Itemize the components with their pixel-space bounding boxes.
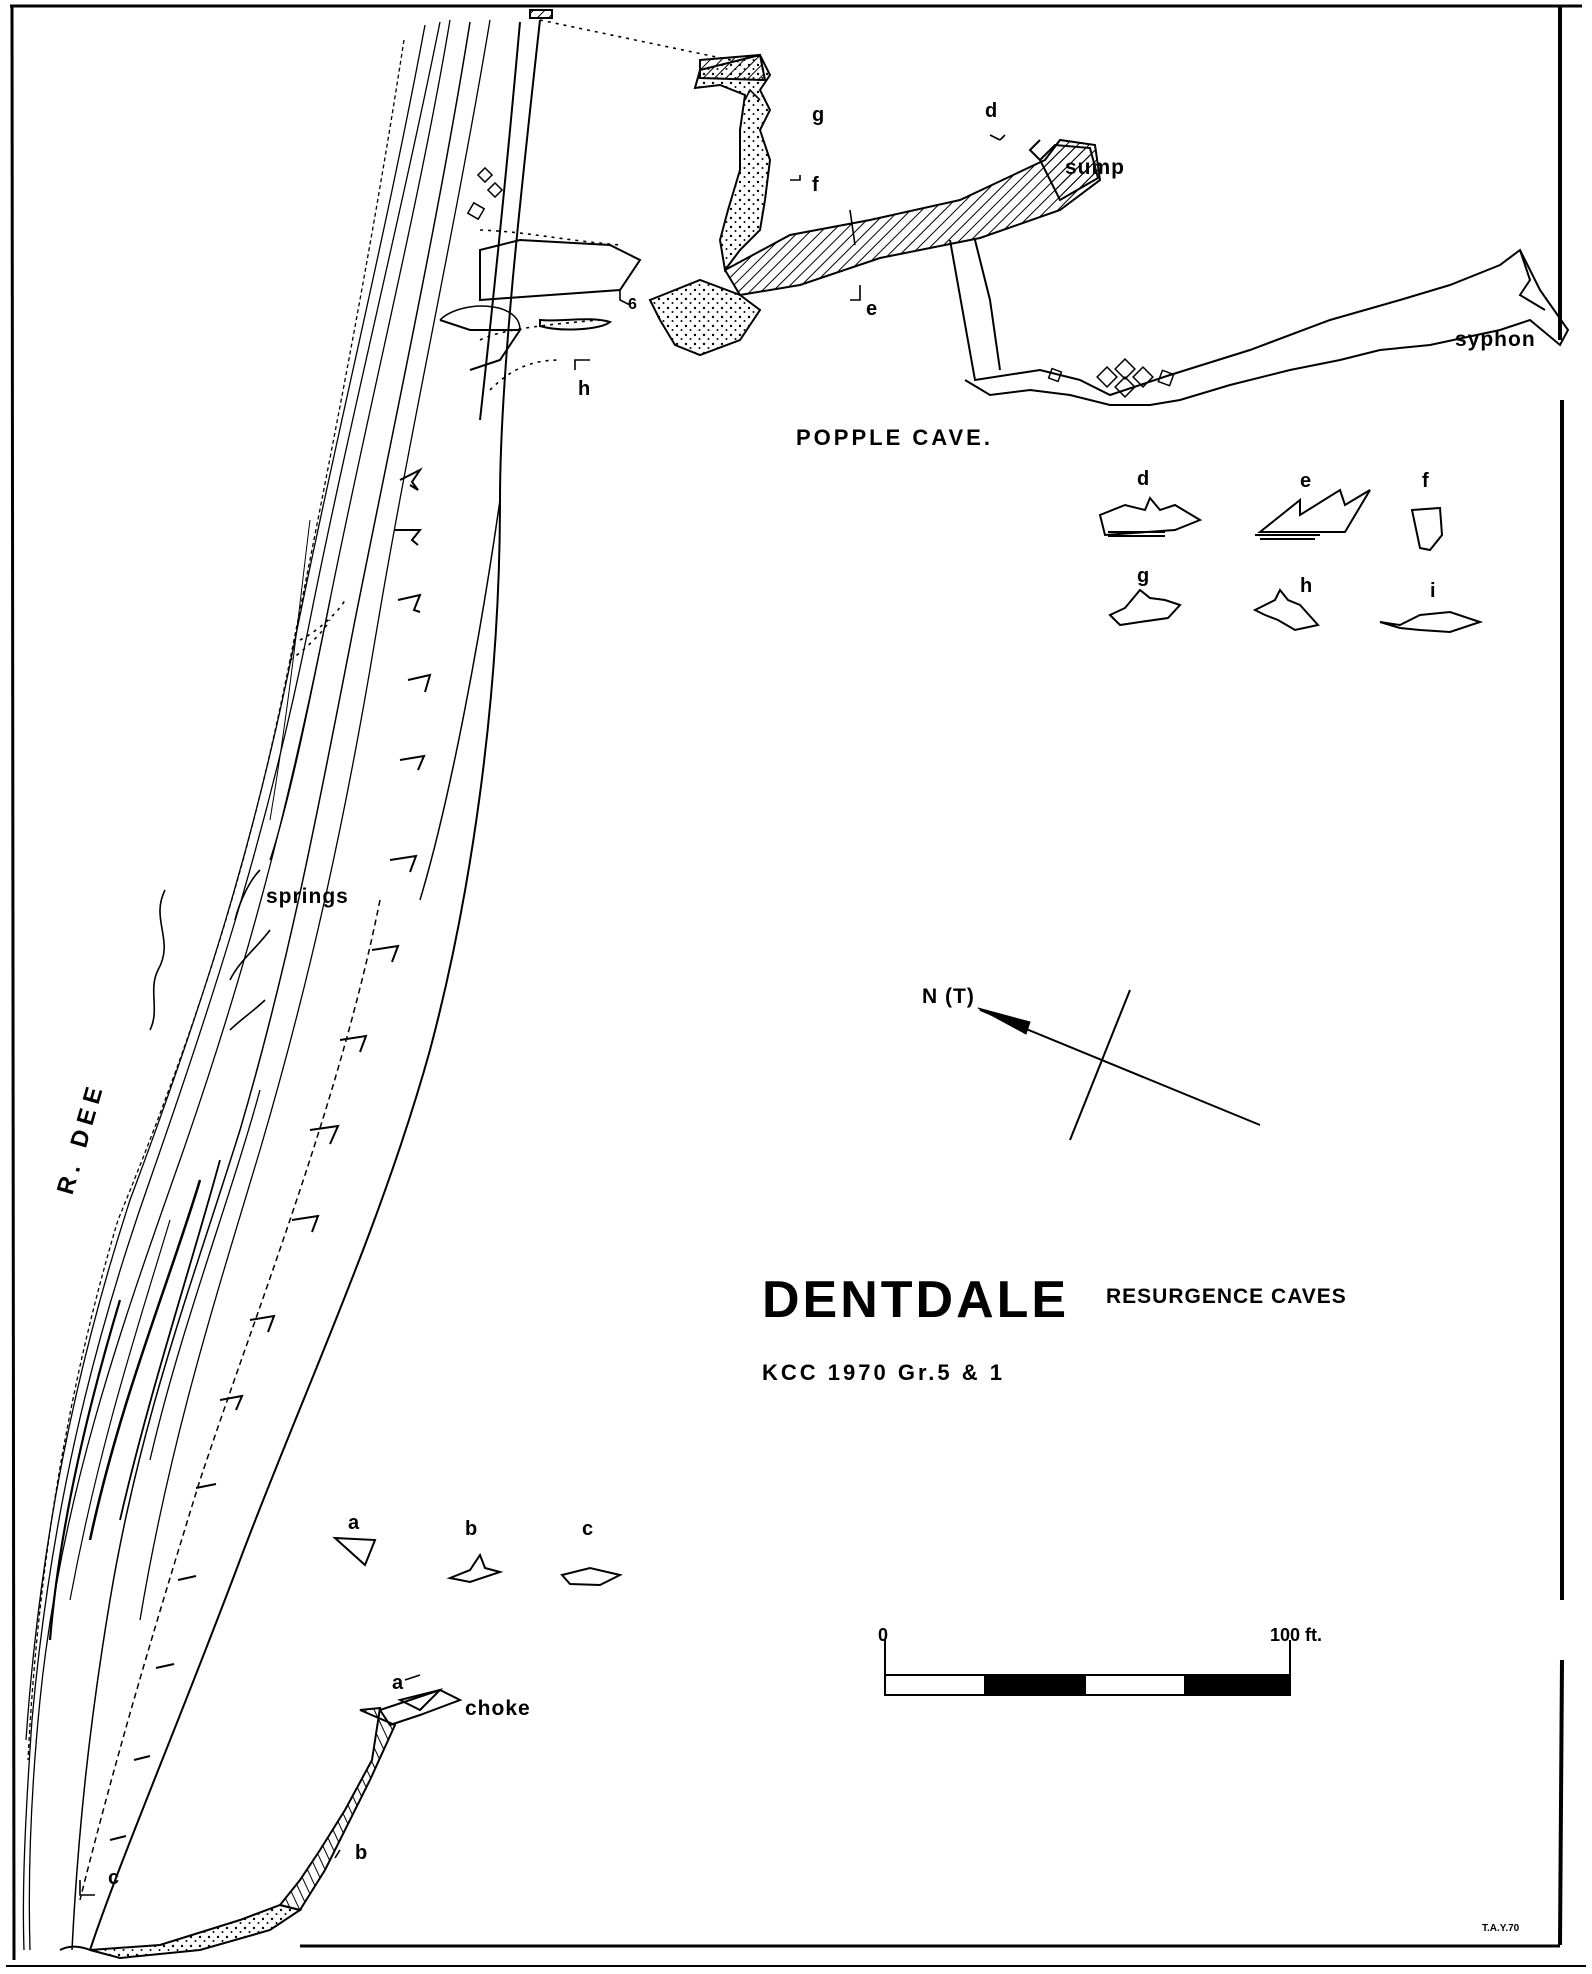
section-a-plan: a	[392, 1672, 404, 1694]
section-c-plan: c	[108, 1867, 120, 1889]
section-e-plan: e	[866, 298, 878, 320]
section-arrows	[79, 88, 1006, 1896]
survey-station-label: 6	[628, 296, 637, 313]
cross-sections-top	[1098, 488, 1484, 634]
cross-sections-bottom	[332, 1536, 623, 1587]
sump-label: sump	[1065, 156, 1126, 179]
syphon-label: syphon	[1455, 328, 1536, 351]
valley-boundary-lines	[79, 19, 541, 1951]
survey-dotted-lines	[289, 19, 741, 661]
section-d-profile: d	[1137, 468, 1150, 490]
scale-bar	[884, 1640, 1291, 1696]
section-h-profile: h	[1300, 575, 1313, 597]
section-e-profile: e	[1300, 470, 1312, 492]
lower-cave-plan	[59, 1688, 463, 1960]
map-frame	[6, 4, 1586, 1967]
section-f-profile: f	[1422, 470, 1429, 492]
section-c-profile: c	[582, 1518, 594, 1540]
section-g-profile: g	[1137, 565, 1150, 587]
cave-name-label: POPPLE CAVE.	[796, 425, 993, 450]
river-dee-channels	[22, 19, 491, 1951]
section-a-profile: a	[348, 1512, 360, 1534]
north-arrow	[977, 989, 1261, 1141]
scale-start-label: 0	[878, 1625, 889, 1645]
boulders	[466, 166, 504, 221]
section-g-plan: g	[812, 104, 825, 126]
map-title: DENTDALE	[762, 1271, 1070, 1329]
north-label: N (T)	[922, 985, 975, 1008]
springs-wiggles	[149, 869, 271, 1031]
map-subtitle: RESURGENCE CAVES	[1106, 1285, 1347, 1308]
section-h-plan: h	[578, 378, 591, 400]
popple-cave-plan	[439, 9, 1570, 406]
surveyor-initials: T.A.Y.70	[1482, 1923, 1520, 1934]
choke-label: choke	[465, 1697, 531, 1720]
scale-end-label: 100 ft.	[1270, 1625, 1323, 1645]
scar-ticks	[109, 467, 432, 1841]
section-d-plan: d	[985, 100, 998, 122]
section-b-plan: b	[355, 1842, 368, 1864]
map-credit: KCC 1970 Gr.5 & 1	[762, 1360, 1005, 1385]
section-i-profile: i	[1430, 580, 1436, 602]
section-f-plan: f	[812, 174, 819, 196]
section-b-profile: b	[465, 1518, 478, 1540]
springs-label: springs	[266, 885, 349, 908]
